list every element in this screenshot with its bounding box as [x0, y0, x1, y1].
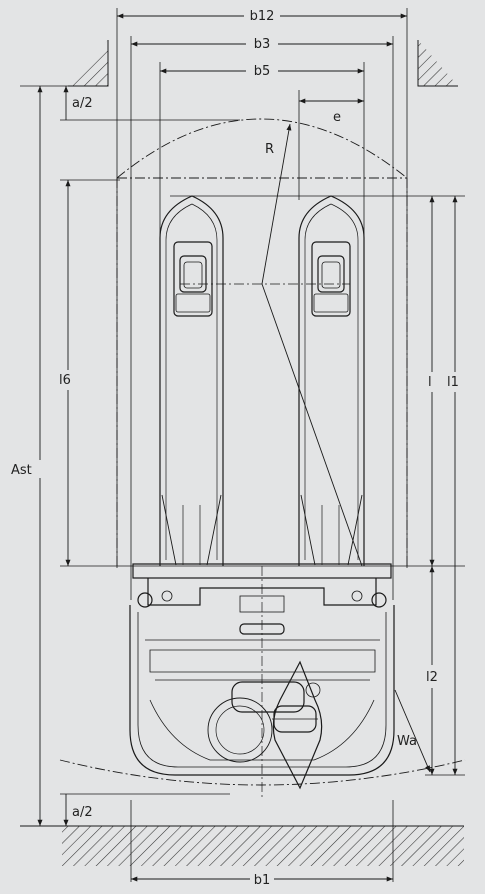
label-b12: b12 [250, 9, 275, 24]
label-a-half-top: a/2 [72, 96, 93, 111]
top-right-wall-hatch [417, 40, 458, 87]
label-l6: l6 [59, 373, 71, 388]
label-Ast: Ast [11, 463, 32, 478]
pallet-truck [129, 195, 395, 790]
label-b3: b3 [254, 37, 271, 52]
label-Wa: Wa [397, 734, 417, 749]
extension-lines [20, 8, 465, 882]
label-l2: l2 [426, 670, 438, 685]
label-b5: b5 [254, 64, 271, 79]
label-l1: l1 [447, 375, 459, 390]
label-a-half-bottom: a/2 [72, 805, 93, 820]
turning-envelope [59, 118, 466, 786]
label-e: e [333, 110, 341, 125]
label-R: R [265, 142, 274, 157]
label-b1: b1 [254, 873, 271, 888]
dimension-lines [37, 13, 458, 882]
label-l: l [428, 375, 432, 390]
bottom-floor-hatch [20, 825, 464, 866]
top-left-wall-hatch [68, 40, 109, 87]
